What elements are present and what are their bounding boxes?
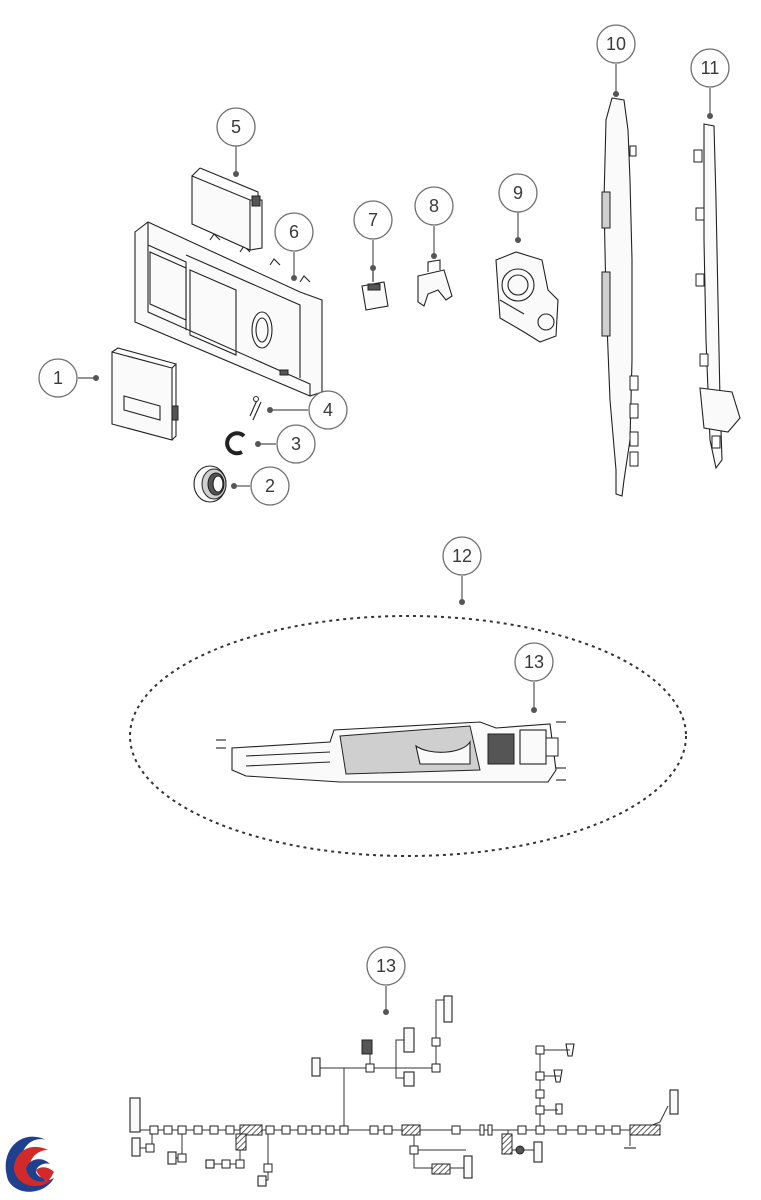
part-1-drawer-front [111,347,179,441]
callout-4: 4 [308,390,348,430]
callout-10: 10 [596,24,636,64]
harness-connector [535,1043,575,1115]
part-3-ring-clip [225,431,246,456]
callout-1-label: 1 [53,368,63,388]
part-5-pcb-module [191,167,263,251]
harness-connector [311,995,453,1087]
screw-icon [216,721,566,781]
callout-13-harness: 13 [366,946,406,986]
callout-6-label: 6 [289,222,299,242]
part-9-housing [495,251,559,343]
callout-4-label: 4 [323,400,333,420]
callout-8: 8 [414,186,454,226]
callout-3-label: 3 [291,434,301,454]
harness-connector [131,1133,636,1187]
brand-logo-icon [5,1136,55,1192]
part-8-bracket [417,259,453,307]
callout-5-label: 5 [231,117,241,137]
callout-13-harness-label: 13 [376,956,396,976]
callout-12: 12 [442,536,482,576]
part-10-rail [601,97,639,497]
part-13-wiring-harness [129,995,679,1187]
callout-5: 5 [216,107,256,147]
callout-11: 11 [690,48,730,88]
callout-13-assembly: 13 [514,642,554,682]
callout-9-label: 9 [513,183,523,203]
callout-7: 7 [353,200,393,240]
callout-8-label: 8 [429,196,439,216]
harness-connector [129,1089,679,1136]
callout-7-label: 7 [368,210,378,230]
part-7-clip [361,270,389,311]
part-13-harness-assembly [216,721,566,783]
callout-1: 1 [38,358,78,398]
part-12-group-outline [129,615,687,857]
callout-10-label: 10 [606,34,626,54]
part-4-spring-pin [249,396,262,421]
callout-3: 3 [276,424,316,464]
callout-12-label: 12 [452,546,472,566]
callout-2-label: 2 [265,476,275,496]
callout-11-label: 11 [701,58,720,78]
part-11-rail [693,123,741,470]
part-6-control-panel [134,221,323,397]
callout-9: 9 [498,173,538,213]
callout-leaders [78,64,713,1015]
part-2-knob [193,465,227,503]
callout-6: 6 [274,212,314,252]
callout-2: 2 [250,466,290,506]
callout-13-assembly-label: 13 [524,652,544,672]
